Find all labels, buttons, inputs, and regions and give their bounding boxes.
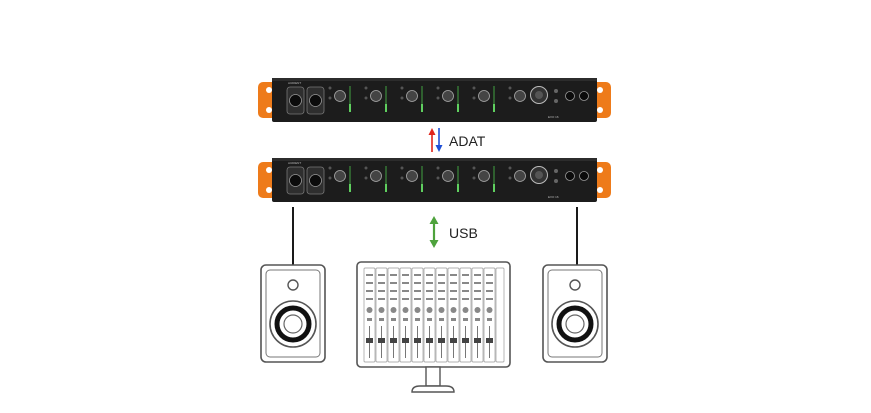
headphone-outputs [565, 171, 589, 181]
rack-body [272, 158, 597, 202]
adat-connection: ADAT [428, 128, 486, 152]
rack-body [272, 78, 597, 122]
channel-strips [328, 166, 526, 192]
computer-monitor-icon [356, 261, 511, 393]
speaker-icon-right [542, 264, 608, 363]
speaker-icon-left [260, 264, 326, 363]
monitor-knob [530, 166, 558, 184]
model-text: EVO 16 [548, 115, 559, 119]
channel-strips [328, 86, 526, 112]
model-text: EVO 16 [548, 195, 559, 199]
monitor-neck [425, 366, 441, 387]
combo-input-jacks [286, 86, 325, 115]
monitor-knob [530, 86, 558, 104]
adat-label: ADAT [449, 133, 486, 149]
monitor-stand [411, 385, 455, 393]
daw-faders [366, 326, 493, 358]
usb-connection: USB [429, 216, 478, 248]
combo-input-jacks [286, 166, 325, 195]
audio-interface-bottom: AUDIENT EVO 16 [258, 158, 611, 202]
brand-text: AUDIENT [288, 81, 301, 85]
audio-interface-top: AUDIENT EVO 16 [258, 78, 611, 122]
daw-mixer-details [366, 274, 493, 321]
usb-label: USB [449, 225, 478, 241]
headphone-outputs [565, 91, 589, 101]
brand-text: AUDIENT [288, 161, 301, 165]
